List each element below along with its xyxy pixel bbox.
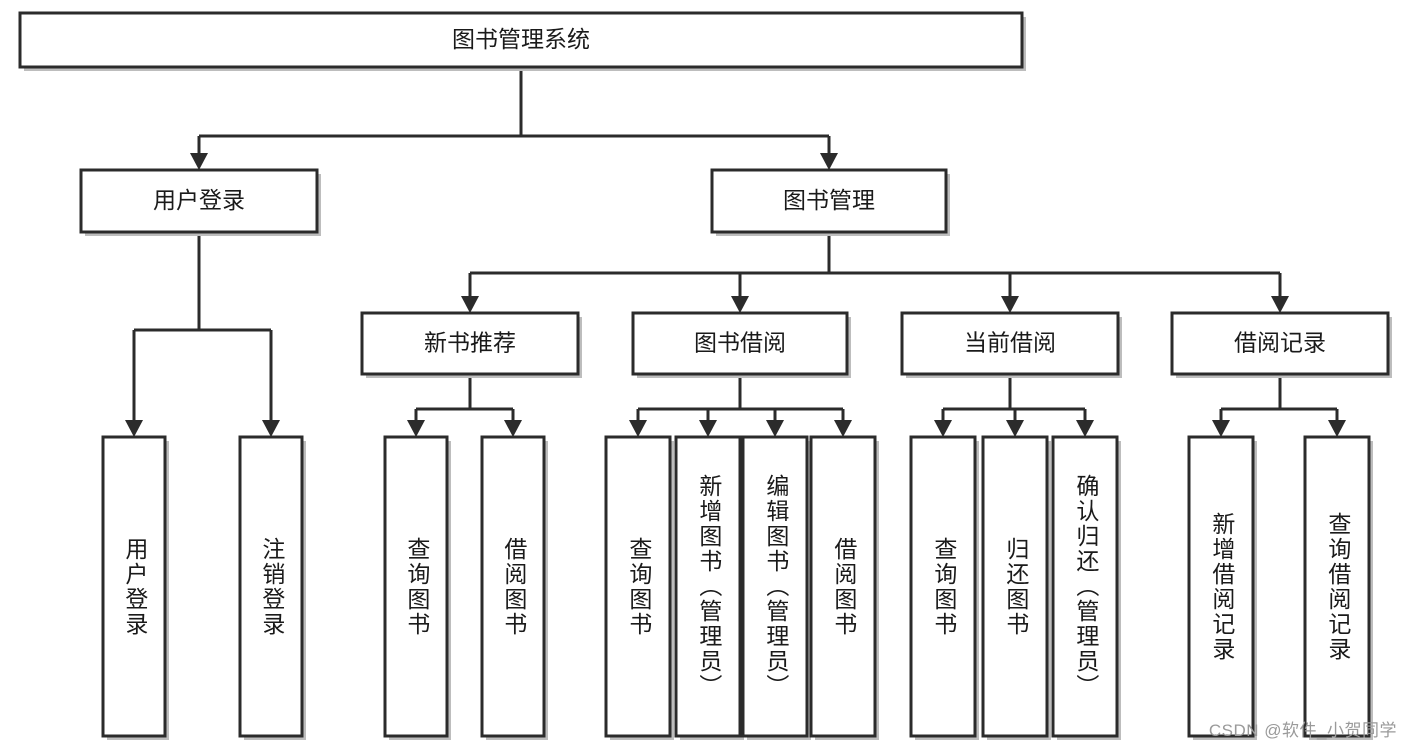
arrowhead-icon bbox=[407, 420, 425, 437]
node-l-return-book[interactable] bbox=[981, 435, 1051, 740]
node-l-add-book[interactable] bbox=[674, 435, 744, 740]
arrowhead-icon bbox=[834, 420, 852, 437]
arrowhead-icon bbox=[1006, 420, 1024, 437]
node-l-borrow-book-1[interactable] bbox=[480, 435, 548, 740]
node-l-borrow-book-2[interactable] bbox=[809, 435, 879, 740]
node-label: 新书推荐 bbox=[424, 330, 516, 356]
node-l-confirm-return[interactable] bbox=[1051, 435, 1121, 740]
node-label: 图书管理系统 bbox=[452, 26, 590, 52]
arrowhead-icon bbox=[1271, 296, 1289, 313]
node-root[interactable]: 图书管理系统 bbox=[18, 11, 1026, 71]
arrowhead-icon bbox=[1212, 420, 1230, 437]
node-leaf-user-logout[interactable] bbox=[238, 435, 306, 740]
node-label: 借阅记录 bbox=[1234, 330, 1326, 356]
arrowhead-icon bbox=[190, 153, 208, 170]
connector-user-login bbox=[125, 232, 280, 437]
node-label: 图书管理 bbox=[783, 187, 875, 213]
node-leaf-user-login[interactable] bbox=[101, 435, 169, 740]
connector-layer bbox=[125, 67, 1346, 437]
arrowhead-icon bbox=[629, 420, 647, 437]
arrowhead-icon bbox=[766, 420, 784, 437]
arrowhead-icon bbox=[731, 296, 749, 313]
arrowhead-icon bbox=[125, 420, 143, 437]
connector-book-manage bbox=[461, 232, 1289, 313]
arrowhead-icon bbox=[820, 153, 838, 170]
connector-new-book-rec bbox=[407, 374, 522, 437]
node-l-query-book-3[interactable] bbox=[909, 435, 979, 740]
node-label: 图书借阅 bbox=[694, 330, 786, 356]
node-l-query-book-1[interactable] bbox=[383, 435, 451, 740]
node-current-borrow[interactable]: 当前借阅 bbox=[900, 311, 1122, 378]
node-borrow-record[interactable]: 借阅记录 bbox=[1170, 311, 1392, 378]
node-label: 用户登录 bbox=[153, 187, 245, 213]
arrowhead-icon bbox=[699, 420, 717, 437]
node-user-login[interactable]: 用户登录 bbox=[79, 168, 321, 236]
connector-book-borrow bbox=[629, 374, 852, 437]
arrowhead-icon bbox=[504, 420, 522, 437]
arrowhead-icon bbox=[934, 420, 952, 437]
node-new-book-rec[interactable]: 新书推荐 bbox=[360, 311, 582, 378]
node-label: 当前借阅 bbox=[964, 330, 1056, 356]
arrowhead-icon bbox=[262, 420, 280, 437]
arrowhead-icon bbox=[1328, 420, 1346, 437]
node-l-add-record[interactable] bbox=[1187, 435, 1257, 740]
arrowhead-icon bbox=[1076, 420, 1094, 437]
connector-borrow-record bbox=[1212, 374, 1346, 437]
connector-root bbox=[190, 67, 838, 170]
arrowhead-icon bbox=[1001, 296, 1019, 313]
node-book-manage[interactable]: 图书管理 bbox=[710, 168, 950, 236]
node-l-query-record[interactable] bbox=[1303, 435, 1373, 740]
arrowhead-icon bbox=[461, 296, 479, 313]
watermark: CSDN @软件_小贺同学 bbox=[1208, 721, 1397, 740]
connector-current-borrow bbox=[934, 374, 1094, 437]
node-l-query-book-2[interactable] bbox=[604, 435, 674, 740]
node-book-borrow[interactable]: 图书借阅 bbox=[631, 311, 851, 378]
node-l-edit-book[interactable] bbox=[741, 435, 811, 740]
